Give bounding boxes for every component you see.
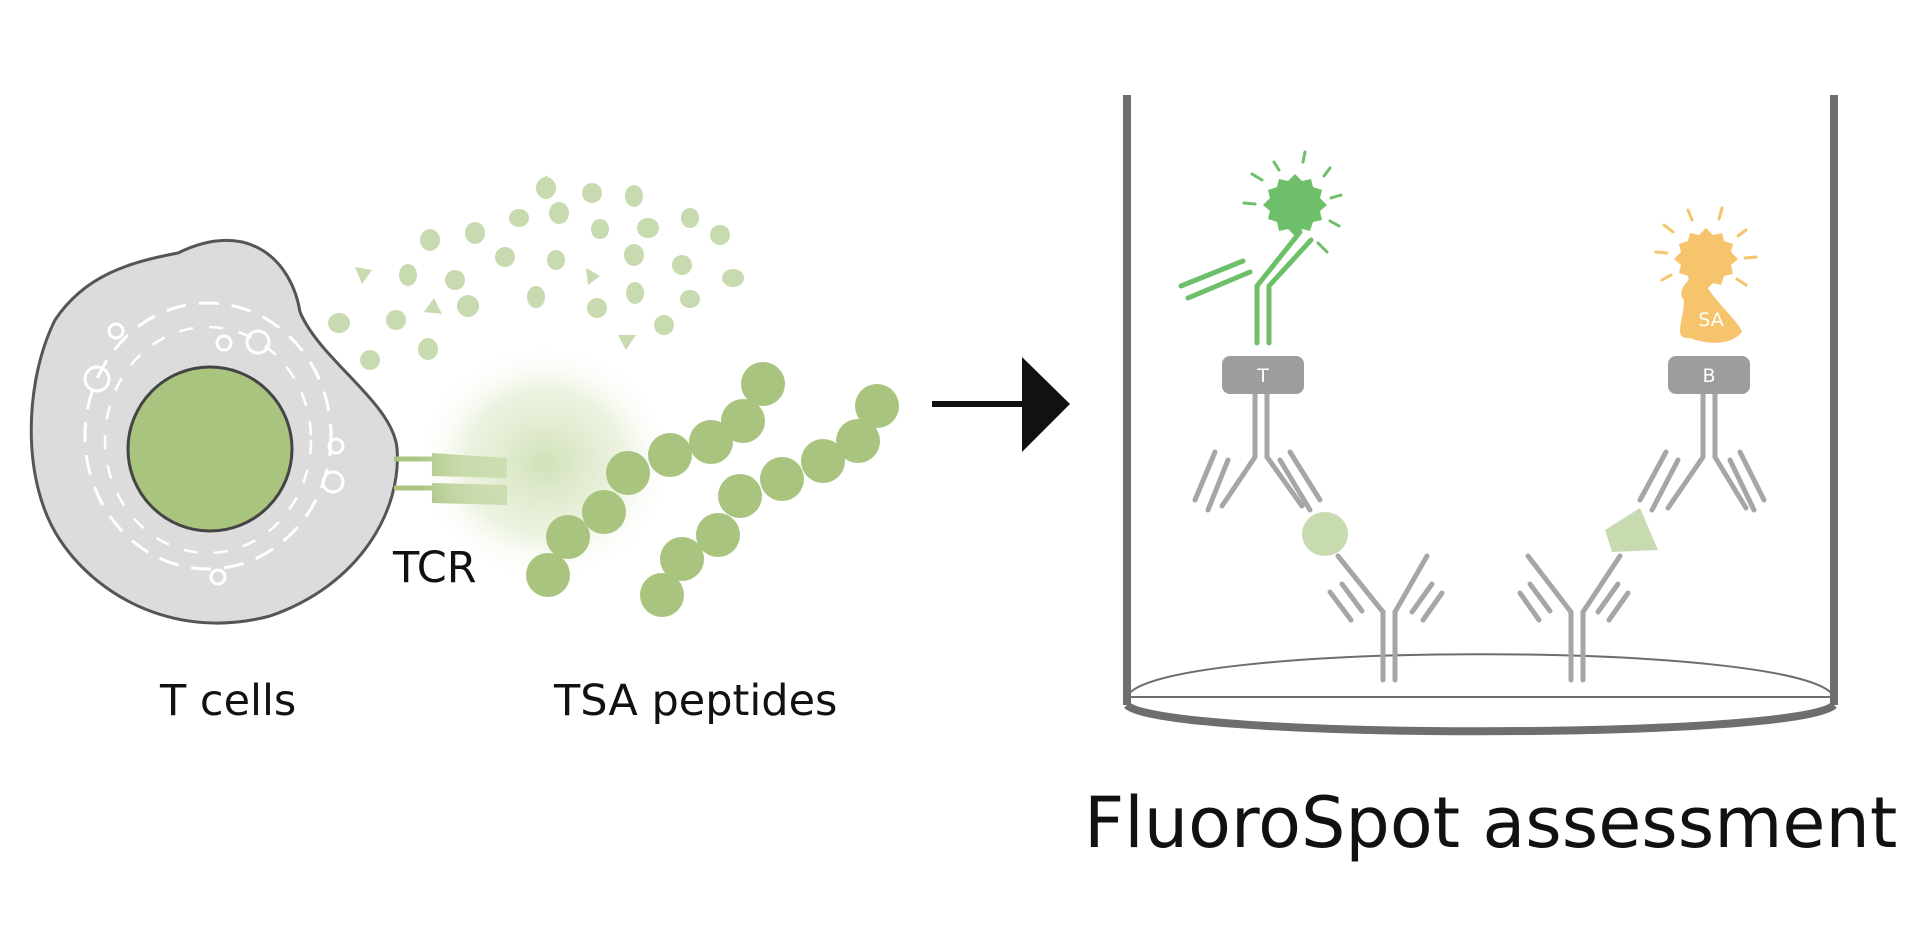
- detection-antibody-t: [1192, 389, 1323, 513]
- cytoplasm-dashes-inner: [103, 325, 313, 555]
- nucleus: [126, 365, 294, 533]
- sa-blob: [1680, 275, 1742, 343]
- tag-b-label: B: [1702, 365, 1715, 387]
- t-cell: [29, 239, 399, 625]
- process-arrow: [932, 357, 1070, 452]
- green-secondary-antibody: [1178, 229, 1314, 346]
- peptide-chain-2: [640, 384, 899, 617]
- label-tsa-peptides: TSA peptides: [553, 676, 837, 726]
- capture-antibody-left: [1327, 553, 1445, 683]
- tag-t-label: T: [1256, 365, 1269, 387]
- tag-t: T: [1222, 356, 1304, 394]
- label-fluorospot: FluoroSpot assessment: [1084, 782, 1897, 864]
- capture-antibody-right: [1517, 553, 1631, 683]
- fluorospot-well: [1123, 95, 1838, 736]
- label-tcr: TCR: [392, 543, 477, 593]
- cytoplasm-dashes-outer: [83, 301, 333, 571]
- vesicles: [83, 322, 345, 586]
- well-bottom-ellipse: [1125, 653, 1836, 698]
- orange-burst-icon: [1674, 228, 1738, 290]
- label-t-cells: T cells: [159, 676, 296, 726]
- orange-rays: [1654, 206, 1758, 287]
- green-burst-icon: [1263, 174, 1327, 236]
- cytokine-right: [1605, 508, 1658, 552]
- sa-label: SA: [1698, 309, 1723, 331]
- tag-b: B: [1668, 356, 1750, 394]
- detection-antibody-b: [1637, 389, 1767, 513]
- peptide-chain-1: [526, 362, 785, 597]
- orange-fluorophore: SA: [1654, 206, 1758, 343]
- green-fluorophore: [1242, 150, 1343, 254]
- green-rays: [1242, 150, 1343, 254]
- cytokine-left: [1302, 512, 1348, 556]
- peptide-fragments: [328, 175, 744, 370]
